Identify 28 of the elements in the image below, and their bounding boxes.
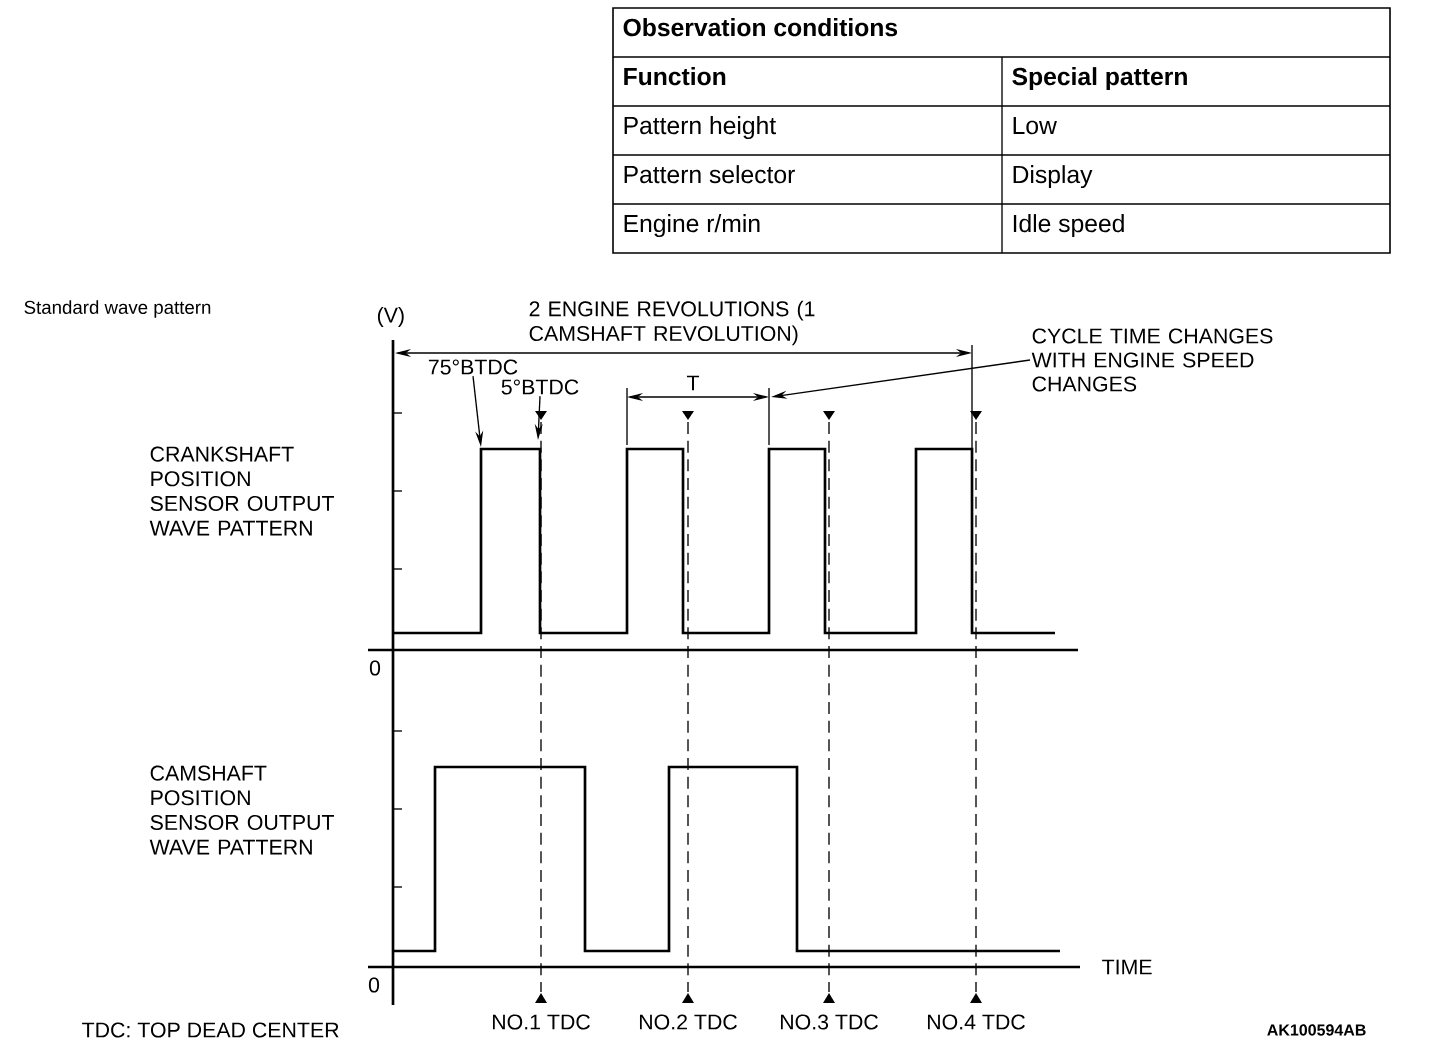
- wave-label: CRANKSHAFT POSITION SENSOR OUTPUT WAVE PATTERN: [149, 446, 334, 536]
- tdc-label: NO.3 TDC: [781, 1014, 878, 1030]
- table-cell-text: Display: [1013, 165, 1093, 189]
- tdc-label: NO.1 TDC: [493, 1014, 590, 1030]
- table-cell-text: Engine r/min: [624, 214, 760, 238]
- note-text: TDC: TOP DEAD CENTER: [82, 1022, 339, 1038]
- axis-label: (V): [377, 307, 404, 327]
- callout-text: 5°BTDC: [501, 379, 579, 395]
- tdc-label: NO.2 TDC: [640, 1014, 737, 1030]
- figure-code: AK100594AB: [1267, 1024, 1366, 1036]
- crankshaft-waveform: [393, 447, 1055, 635]
- table-cell-text: Pattern height: [624, 116, 776, 140]
- callout-text: 75°BTDC: [428, 359, 518, 375]
- table-header: Function: [624, 67, 726, 86]
- tdc-label: NO.4 TDC: [928, 1014, 1025, 1030]
- table-cell-text: Pattern selector: [624, 165, 795, 184]
- table-header: Special pattern: [1012, 67, 1187, 91]
- chart-title: Standard wave pattern: [24, 300, 211, 318]
- table-cell-text: Low: [1013, 117, 1057, 135]
- table-header: Observation conditions: [623, 18, 898, 37]
- table-cell-text: Idle speed: [1013, 214, 1124, 238]
- axis-label: 0: [368, 977, 380, 993]
- dimension-label: T: [686, 375, 700, 391]
- axis-label: TIME: [1102, 959, 1152, 975]
- dimension-label: 2 ENGINE REVOLUTIONS (1 CAMSHAFT REVOLUTION): [529, 300, 815, 346]
- axis-label: 0: [369, 660, 381, 676]
- callout-text: CYCLE TIME CHANGES WITH ENGINE SPEED CHANGES: [1031, 328, 1273, 392]
- wave-label: CAMSHAFT POSITION SENSOR OUTPUT WAVE PATTERN: [149, 765, 334, 855]
